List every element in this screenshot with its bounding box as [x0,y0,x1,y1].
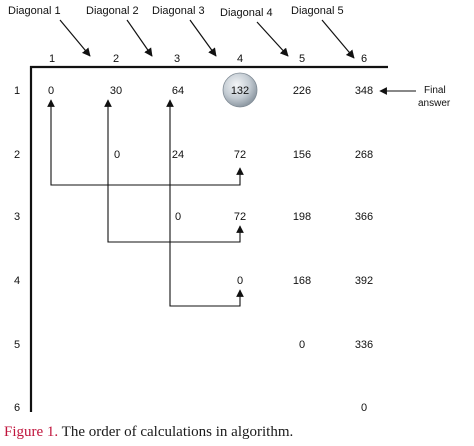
diagonal-arrow-2 [126,19,153,57]
diagonal-label-1: Diagonal 1 [8,5,61,17]
row-label-2: 2 [14,149,20,161]
diagonal-arrow-3 [189,19,217,57]
diagonal-arrow-4 [256,21,289,57]
diagonal-label-5: Diagonal 5 [291,5,344,17]
cell-r2-c6: 268 [355,149,373,161]
cell-r1-c6: 348 [355,85,373,97]
diagonal-label-2: Diagonal 2 [86,5,139,17]
row-label-4: 4 [14,275,20,287]
row-label-6: 6 [14,402,20,414]
figure-caption-text: The order of calculations in algorithm. [61,424,294,440]
cell-r5-c6: 336 [355,339,373,351]
dependency-arrow-r4c4 [166,99,244,307]
diagonal-label-3: Diagonal 3 [152,5,205,17]
final-answer-label-line1: Final [424,85,446,96]
cell-r3-c6: 366 [355,211,373,223]
cell-r3-c4: 72 [234,211,246,223]
diagonal-arrow-1 [59,19,91,57]
cell-r1-c2: 30 [110,85,122,97]
row-label-1: 1 [14,85,20,97]
cell-r4-c5: 168 [293,275,311,287]
cell-r2-c3: 24 [172,149,184,161]
cell-r3-c3: 0 [175,211,181,223]
cell-r4-c6: 392 [355,275,373,287]
column-label-6: 6 [361,53,367,65]
dependency-arrow-r2c4 [47,99,244,186]
cell-r1-c4: 132 [231,85,249,97]
column-label-4: 4 [237,53,243,65]
column-label-2: 2 [113,53,119,65]
cell-r2-c4: 72 [234,149,246,161]
figure-caption: Figure 1. The order of calculations in a… [4,424,293,441]
final-answer-label-line2: answer [418,98,451,109]
cell-r4-c4: 0 [237,275,243,287]
cell-r1-c3: 64 [172,85,184,97]
cell-r1-c5: 226 [293,85,311,97]
cell-r6-c6: 0 [361,402,367,414]
diagonal-label-4: Diagonal 4 [220,7,273,19]
cell-r1-c1: 0 [48,85,54,97]
cell-r3-c5: 198 [293,211,311,223]
column-label-1: 1 [49,53,55,65]
diagonal-arrow-5 [321,19,355,59]
figure-number: Figure 1. [4,424,59,440]
column-label-5: 5 [299,53,305,65]
cell-r2-c2: 0 [114,149,120,161]
row-label-3: 3 [14,211,20,223]
row-label-5: 5 [14,339,20,351]
cell-r2-c5: 156 [293,149,311,161]
cell-r5-c5: 0 [299,339,305,351]
column-label-3: 3 [174,53,180,65]
